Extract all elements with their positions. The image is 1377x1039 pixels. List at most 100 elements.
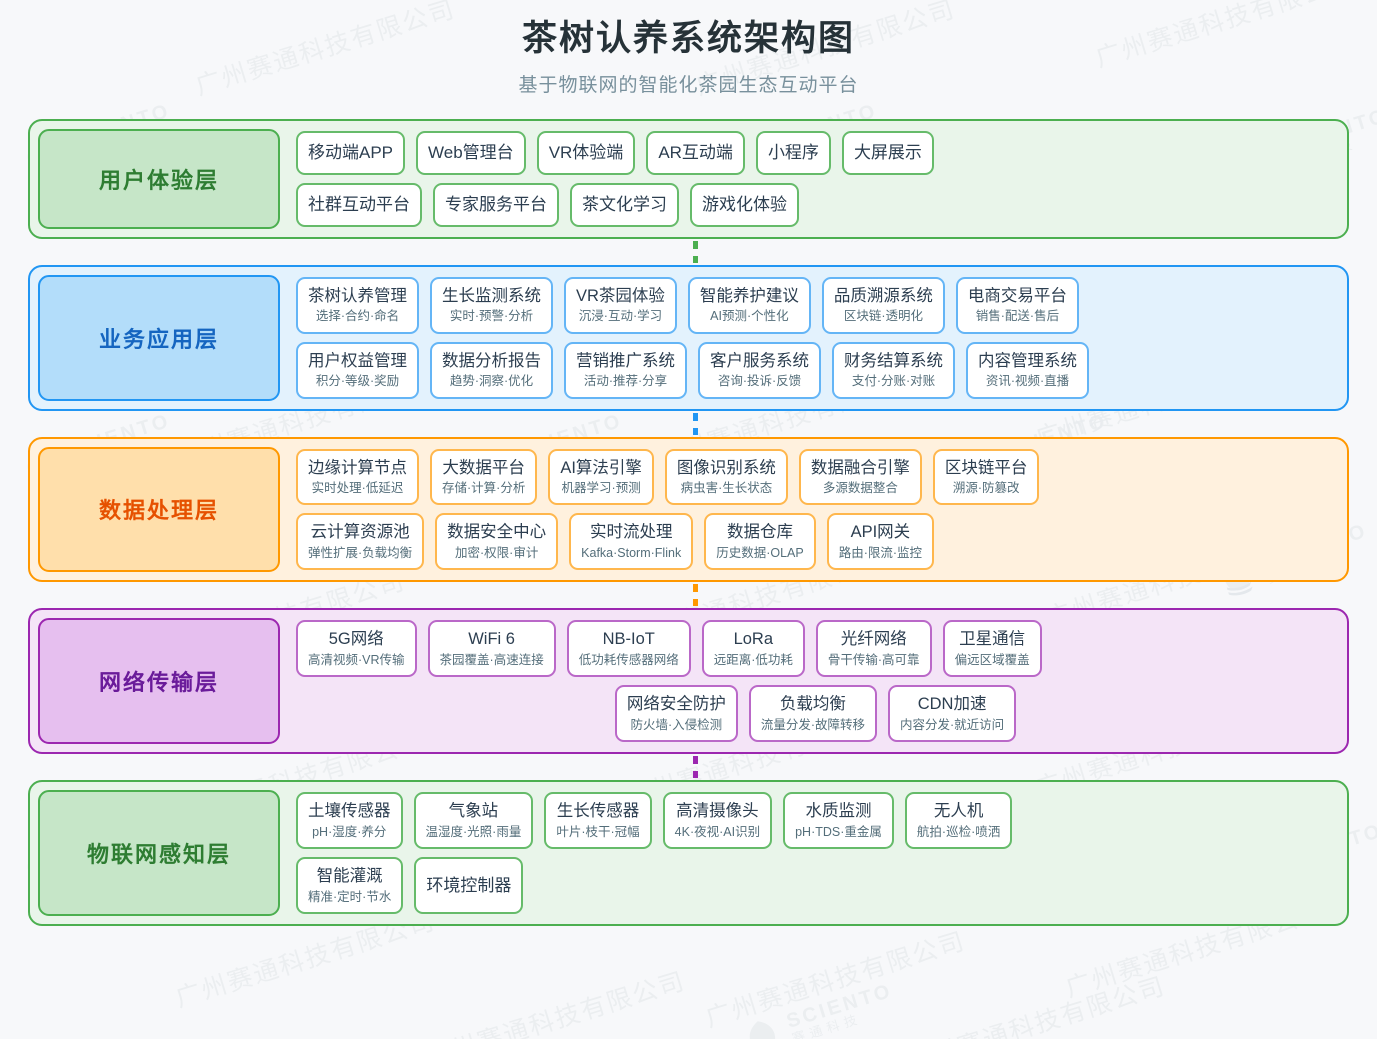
module-card[interactable]: 光纤网络骨干传输·高可靠 bbox=[815, 620, 932, 678]
module-card-subtitle: 选择·合约·命名 bbox=[315, 309, 400, 324]
module-card[interactable]: API网关路由·限流·监控 bbox=[826, 513, 935, 571]
module-card[interactable]: VR体验端 bbox=[536, 130, 636, 175]
module-card[interactable]: 茶文化学习 bbox=[570, 182, 679, 227]
module-card-title: 高清摄像头 bbox=[676, 802, 759, 820]
module-card[interactable]: AI算法引擎机器学习·预测 bbox=[548, 448, 654, 506]
module-card-title: 财务结算系统 bbox=[844, 351, 943, 370]
module-card[interactable]: 气象站温湿度·光照·雨量 bbox=[413, 792, 534, 849]
layer-connector bbox=[28, 582, 1349, 608]
module-card-subtitle: pH·TDS·重金属 bbox=[795, 824, 882, 839]
module-card[interactable]: AR互动端 bbox=[646, 130, 745, 175]
module-card[interactable]: 专家服务平台 bbox=[433, 182, 559, 227]
module-card-title: 无人机 bbox=[933, 802, 984, 820]
module-card[interactable]: 营销推广系统活动·推荐·分享 bbox=[564, 341, 687, 399]
watermark-company-text: 广州赛通科技有限公司 bbox=[902, 972, 1169, 1039]
module-card-title: 营销推广系统 bbox=[576, 351, 675, 370]
module-card[interactable]: 数据分析报告趋势·洞察·优化 bbox=[430, 341, 553, 399]
module-card[interactable]: 智能灌溉精准·定时·节水 bbox=[296, 856, 404, 914]
module-card-subtitle: 销售·配送·售后 bbox=[975, 309, 1060, 324]
module-card[interactable]: 小程序 bbox=[755, 130, 831, 175]
module-card[interactable]: 高清摄像头 4K·夜视·AI识别 bbox=[662, 792, 773, 849]
module-card[interactable]: Web管理台 bbox=[416, 130, 526, 175]
module-card-subtitle: 弹性扩展·负载均衡 bbox=[308, 546, 413, 560]
module-card-subtitle: 趋势·洞察·优化 bbox=[449, 374, 534, 389]
module-card-subtitle: 高清视频·VR传输 bbox=[308, 652, 405, 667]
module-card-subtitle: 航拍·巡检·喷洒 bbox=[916, 824, 1001, 839]
module-card-title: 专家服务平台 bbox=[445, 195, 547, 215]
module-card-title: 数据仓库 bbox=[726, 523, 793, 542]
module-card-title: 智能养护建议 bbox=[699, 286, 799, 305]
module-card[interactable]: 移动端APP bbox=[296, 130, 406, 175]
module-card-title: VR茶园体验 bbox=[576, 286, 665, 305]
module-card[interactable]: 无人机航拍·巡检·喷洒 bbox=[904, 792, 1013, 849]
module-card-title: 生长监测系统 bbox=[442, 286, 541, 305]
module-card[interactable]: 数据安全中心加密·权限·审计 bbox=[435, 513, 559, 571]
module-card-title: 区块链平台 bbox=[944, 458, 1028, 477]
layer-label-data-processing: 数据处理层 bbox=[38, 446, 280, 573]
module-card-subtitle: 实时·预警·分析 bbox=[449, 309, 534, 324]
module-card-subtitle: 叶片·枝干·冠幅 bbox=[556, 824, 640, 839]
module-card-subtitle: 病虫害·生长状态 bbox=[680, 481, 773, 496]
module-card-title: LoRa bbox=[733, 630, 774, 649]
module-card[interactable]: 负载均衡流量分发·故障转移 bbox=[748, 685, 877, 742]
module-card[interactable]: 品质溯源系统区块链·透明化 bbox=[821, 276, 945, 334]
module-card[interactable]: 内容管理系统资讯·视频·直播 bbox=[966, 341, 1089, 399]
module-card[interactable]: 数据仓库历史数据·OLAP bbox=[704, 513, 816, 571]
module-card[interactable]: 智能养护建议 AI预测·个性化 bbox=[687, 276, 811, 334]
connector-line bbox=[693, 240, 698, 263]
connector-line bbox=[693, 584, 698, 607]
module-card[interactable]: 社群互动平台 bbox=[296, 182, 422, 227]
module-card[interactable]: 5G网络高清视频·VR传输 bbox=[296, 620, 417, 678]
module-card-subtitle: 4K·夜视·AI识别 bbox=[674, 824, 761, 839]
module-card[interactable]: 游戏化体验 bbox=[690, 182, 799, 227]
module-card[interactable]: 生长监测系统实时·预警·分析 bbox=[430, 276, 553, 334]
module-card-title: API网关 bbox=[850, 523, 911, 542]
module-card-title: 数据安全中心 bbox=[447, 523, 547, 542]
module-card-title: 小程序 bbox=[767, 143, 819, 163]
module-card[interactable]: 云计算资源池弹性扩展·负载均衡 bbox=[296, 513, 425, 571]
module-card[interactable]: 大数据平台存储·计算·分析 bbox=[430, 448, 538, 506]
module-card[interactable]: 网络安全防护防火墙·入侵检测 bbox=[614, 685, 738, 742]
watermark-company-text: 广州赛通科技有限公司 bbox=[702, 927, 969, 1033]
module-card[interactable]: 客户服务系统咨询·投诉·反馈 bbox=[698, 341, 821, 399]
module-card-subtitle: 内容分发·就近访问 bbox=[900, 717, 1005, 732]
module-card-title: 数据分析报告 bbox=[442, 351, 541, 370]
module-card[interactable]: 卫星通信偏远区域覆盖 bbox=[942, 620, 1042, 678]
module-card[interactable]: CDN加速内容分发·就近访问 bbox=[888, 685, 1017, 742]
module-card-subtitle: AI预测·个性化 bbox=[710, 309, 789, 324]
module-card[interactable]: 用户权益管理积分·等级·奖励 bbox=[296, 341, 419, 399]
module-card[interactable]: 大屏展示 bbox=[841, 130, 934, 175]
module-card[interactable]: 环境控制器 bbox=[414, 856, 524, 914]
module-card-subtitle: 多源数据整合 bbox=[822, 481, 898, 496]
module-card[interactable]: 边缘计算节点实时处理·低延迟 bbox=[296, 448, 419, 506]
module-card[interactable]: 茶树认养管理选择·合约·命名 bbox=[296, 276, 419, 334]
module-card[interactable]: 财务结算系统支付·分账·对账 bbox=[832, 341, 955, 399]
module-card-subtitle: 流量分发·故障转移 bbox=[760, 717, 865, 732]
module-card[interactable]: 区块链平台溯源·防篡改 bbox=[932, 448, 1040, 506]
module-card[interactable]: 数据融合引擎多源数据整合 bbox=[798, 448, 922, 506]
module-card[interactable]: 电商交易平台销售·配送·售后 bbox=[955, 276, 1079, 334]
module-card[interactable]: 生长传感器叶片·枝干·冠幅 bbox=[544, 792, 652, 849]
module-card[interactable]: VR茶园体验沉浸·互动·学习 bbox=[564, 276, 677, 334]
module-card[interactable]: 图像识别系统病虫害·生长状态 bbox=[664, 448, 788, 506]
module-card-title: 大数据平台 bbox=[442, 458, 525, 477]
